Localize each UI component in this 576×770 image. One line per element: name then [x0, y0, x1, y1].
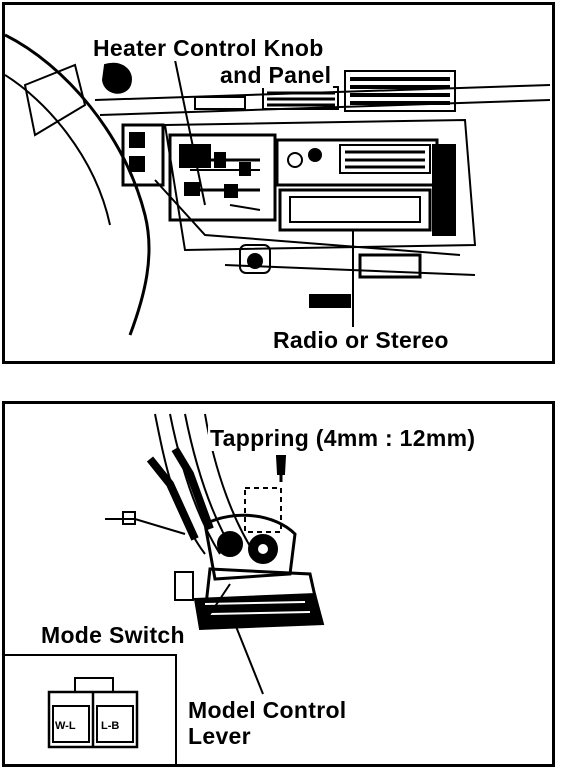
- radio-unit: [275, 138, 456, 236]
- tapping-screw-label: Tappring (4mm : 12mm): [208, 425, 478, 451]
- right-vent: [344, 70, 456, 112]
- connector-inset: W-L L-B: [5, 654, 177, 764]
- mode-switch-body: [174, 513, 325, 631]
- heater-control-panel: [168, 133, 277, 222]
- connector-drawing: [47, 677, 139, 749]
- connector-pin-lb: L-B: [101, 720, 120, 732]
- mode-switch-label: Mode Switch: [39, 622, 187, 648]
- dashboard-drawing: [5, 33, 551, 336]
- control-lever-label-line2: Lever: [186, 723, 253, 749]
- connector-pin-wl: W-L: [55, 720, 76, 732]
- radio-label: Radio or Stereo: [271, 327, 451, 353]
- dashboard-figure: Heater Control Knob and Panel Radio or S…: [2, 2, 555, 364]
- heater-control-label-line1: Heater Control Knob: [91, 35, 326, 61]
- heater-control-label-line2: and Panel: [218, 62, 334, 88]
- mode-switch-figure: Tappring (4mm : 12mm) Mode Switch Model …: [2, 401, 555, 767]
- mode-switch-drawing: [105, 413, 325, 695]
- center-vent: [262, 86, 339, 110]
- control-lever-label-line1: Model Control: [186, 697, 349, 723]
